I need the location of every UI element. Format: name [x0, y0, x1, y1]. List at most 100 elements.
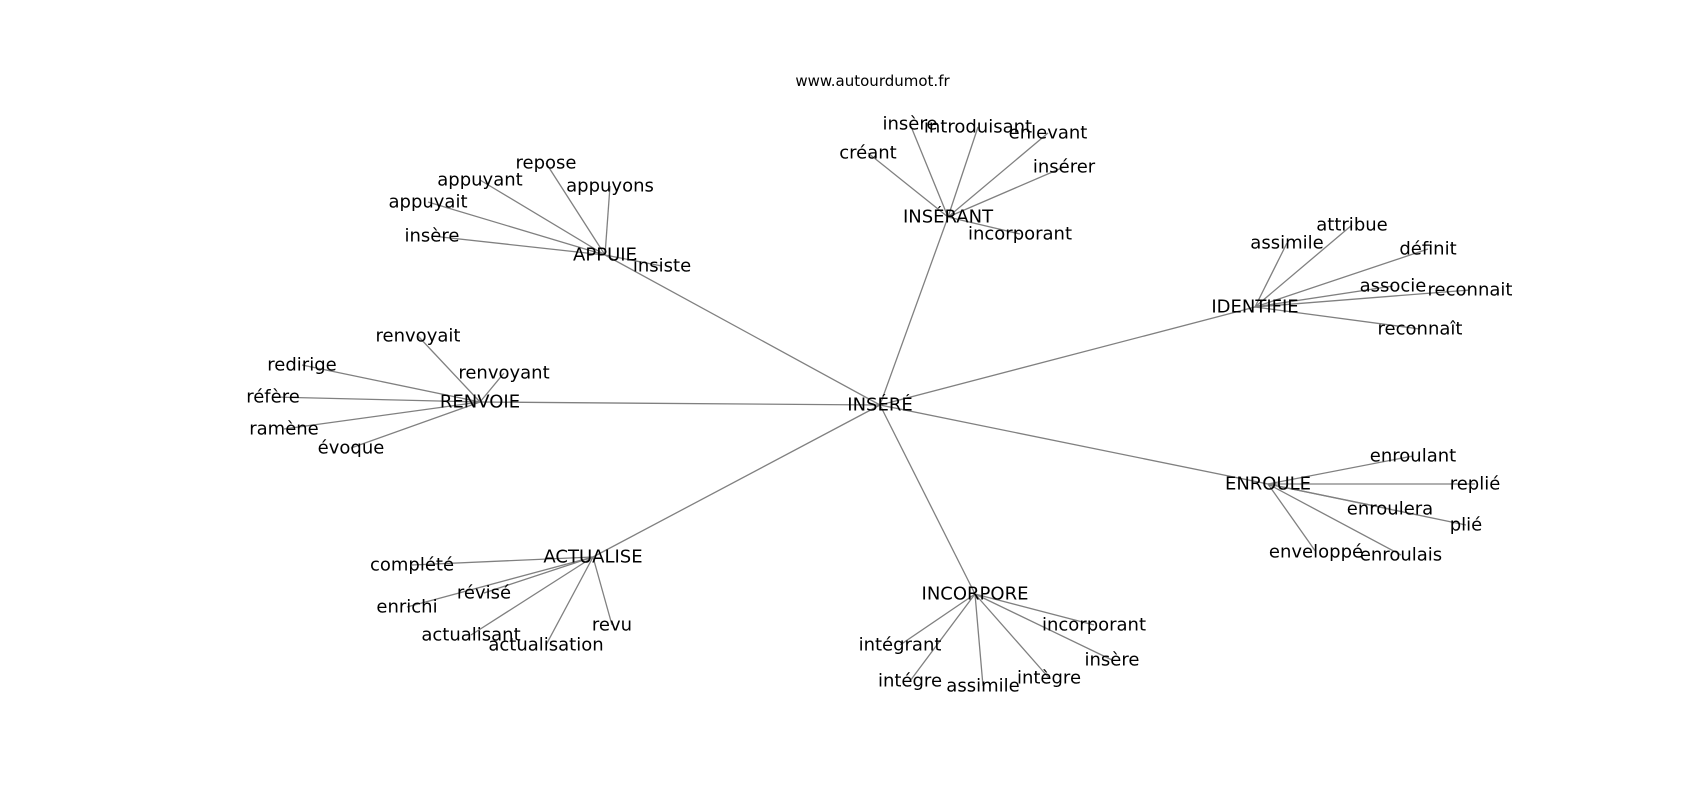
- related-word-node[interactable]: attribue: [1316, 215, 1387, 236]
- related-word-node[interactable]: enroulais: [1360, 545, 1442, 566]
- related-word-node[interactable]: appuyait: [388, 192, 467, 213]
- related-word-node[interactable]: replié: [1450, 474, 1501, 495]
- site-watermark: www.autourdumot.fr: [795, 72, 950, 90]
- related-word-node[interactable]: revu: [592, 615, 632, 636]
- center-word-node[interactable]: INSÉRÉ: [847, 394, 912, 416]
- edge-center-to-group: [879, 404, 976, 595]
- edge-group-to-word: [604, 185, 611, 256]
- related-word-node[interactable]: insiste: [633, 256, 691, 277]
- group-word-node[interactable]: ENROULE: [1225, 474, 1311, 495]
- related-word-node[interactable]: réfère: [246, 387, 300, 408]
- related-word-node[interactable]: définit: [1399, 239, 1456, 260]
- edge-group-to-word: [483, 556, 594, 594]
- edge-group-to-word: [417, 335, 481, 403]
- edge-group-to-word: [1254, 285, 1394, 308]
- related-word-node[interactable]: plié: [1450, 515, 1483, 536]
- edge-center-to-group: [879, 306, 1256, 406]
- edge-group-to-word: [1267, 483, 1317, 553]
- edge-group-to-word: [909, 123, 949, 218]
- edge-group-to-word: [1267, 483, 1402, 556]
- edge-group-to-word: [947, 132, 1049, 218]
- edge-group-to-word: [283, 401, 481, 430]
- edge-group-to-word: [974, 593, 984, 687]
- edge-group-to-word: [592, 556, 613, 626]
- edge-group-to-word: [479, 372, 505, 403]
- related-word-node[interactable]: appuyons: [566, 176, 654, 197]
- related-word-node[interactable]: insère: [883, 114, 938, 135]
- edge-group-to-word: [867, 152, 949, 218]
- edge-group-to-word: [1254, 248, 1429, 308]
- related-word-node[interactable]: révisé: [457, 583, 511, 604]
- edge-group-to-word: [545, 162, 606, 256]
- related-word-node[interactable]: reconnaît: [1378, 319, 1463, 340]
- edge-group-to-word: [947, 166, 1065, 218]
- edge-center-to-group: [604, 254, 881, 406]
- related-word-node[interactable]: enroulera: [1347, 499, 1433, 520]
- related-word-node[interactable]: renvoyant: [458, 363, 549, 384]
- group-word-node[interactable]: APPUIE: [573, 245, 637, 266]
- related-word-node[interactable]: intégrant: [859, 635, 942, 656]
- related-word-node[interactable]: insérer: [1033, 157, 1096, 178]
- edge-group-to-word: [1254, 289, 1471, 308]
- group-word-node[interactable]: IDENTIFIE: [1211, 297, 1298, 318]
- related-word-node[interactable]: renvoyait: [376, 326, 461, 347]
- related-word-node[interactable]: associe: [1360, 276, 1427, 297]
- graph-labels: INSÉRÉINSÉRANTinsèreintroduisantenlevant…: [246, 114, 1512, 697]
- related-word-node[interactable]: assimile: [1250, 233, 1323, 254]
- group-word-node[interactable]: RENVOIE: [440, 392, 520, 413]
- edge-group-to-word: [479, 179, 606, 256]
- related-word-node[interactable]: redirige: [267, 355, 336, 376]
- related-word-node[interactable]: incorporant: [1042, 615, 1146, 636]
- group-word-node[interactable]: INSÉRANT: [903, 206, 994, 228]
- related-word-node[interactable]: appuyant: [437, 170, 522, 191]
- edge-group-to-word: [545, 556, 594, 646]
- related-word-node[interactable]: ramène: [249, 419, 319, 440]
- related-word-node[interactable]: évoque: [318, 438, 385, 459]
- edge-group-to-word: [470, 556, 594, 636]
- related-word-node[interactable]: insère: [405, 226, 460, 247]
- group-word-node[interactable]: INCORPORE: [922, 584, 1029, 605]
- edge-group-to-word: [411, 556, 594, 566]
- related-word-node[interactable]: insère: [1085, 650, 1140, 671]
- related-word-node[interactable]: reconnait: [1428, 280, 1513, 301]
- edge-group-to-word: [1254, 306, 1421, 330]
- related-word-node[interactable]: repose: [516, 153, 577, 174]
- edge-group-to-word: [301, 364, 481, 403]
- edge-group-to-word: [427, 201, 606, 256]
- edge-group-to-word: [974, 593, 1050, 679]
- related-word-node[interactable]: enlevant: [1009, 123, 1088, 144]
- edge-center-to-group: [879, 404, 1269, 485]
- edge-group-to-word: [974, 593, 1095, 626]
- edge-center-to-group: [879, 216, 949, 406]
- related-word-node[interactable]: enrichi: [376, 597, 437, 618]
- edge-group-to-word: [272, 396, 481, 403]
- edge-group-to-word: [431, 235, 606, 256]
- edge-group-to-word: [350, 401, 481, 449]
- related-word-node[interactable]: actualisation: [488, 635, 603, 656]
- edge-center-to-group: [592, 404, 881, 558]
- edge-group-to-word: [947, 216, 1021, 235]
- related-word-node[interactable]: complété: [370, 555, 454, 576]
- edge-group-to-word: [1254, 224, 1353, 308]
- group-word-node[interactable]: ACTUALISE: [543, 547, 642, 568]
- edge-group-to-word: [1267, 455, 1414, 485]
- edge-group-to-word: [1254, 242, 1288, 308]
- related-word-node[interactable]: enveloppé: [1269, 542, 1363, 563]
- edge-group-to-word: [604, 254, 663, 267]
- edge-center-to-group: [479, 401, 881, 406]
- related-word-node[interactable]: actualisant: [421, 625, 520, 646]
- edge-group-to-word: [406, 556, 594, 608]
- edge-group-to-word: [909, 593, 976, 682]
- edge-group-to-word: [947, 126, 979, 218]
- edge-group-to-word: [1267, 483, 1467, 526]
- related-word-node[interactable]: assimile: [946, 676, 1019, 697]
- related-word-node[interactable]: intègre: [1017, 668, 1081, 689]
- related-word-node[interactable]: enroulant: [1370, 446, 1456, 467]
- related-word-node[interactable]: introduisant: [924, 117, 1032, 138]
- related-word-node[interactable]: créant: [839, 143, 896, 164]
- related-word-node[interactable]: intégre: [878, 671, 942, 692]
- edge-group-to-word: [899, 593, 976, 646]
- related-word-node[interactable]: incorporant: [968, 224, 1072, 245]
- graph-edges: [272, 123, 1475, 687]
